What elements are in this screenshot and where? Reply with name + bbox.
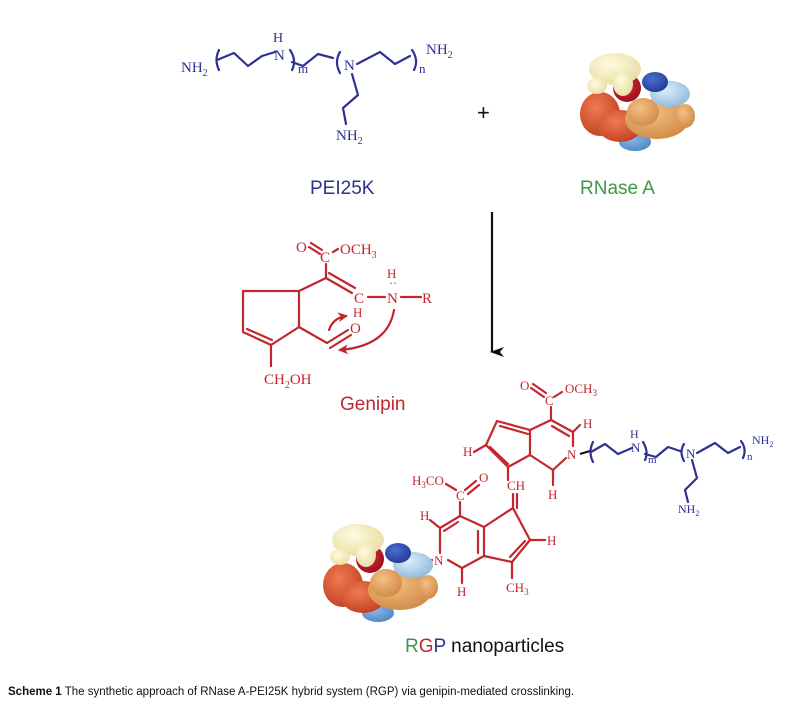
electron-arrow-small [327,312,348,332]
svg-text:H: H [353,305,362,320]
svg-text:N: N [686,446,696,461]
svg-text:C: C [456,488,465,503]
svg-text:H: H [273,31,283,46]
pei25k-label: PEI25K [310,178,375,199]
svg-text:H: H [583,416,592,431]
svg-text:H: H [457,584,466,599]
genipin-label: Genipin [340,394,406,415]
svg-text:H: H [547,533,556,548]
pei-nh2-right: NH2 [426,42,453,61]
svg-text:O: O [520,378,529,393]
svg-text:OCH3: OCH3 [340,242,377,261]
svg-text:H: H [387,266,396,281]
caption-text: The synthetic approach of RNase A-PEI25K… [61,686,575,698]
svg-text:N: N [387,291,398,307]
rgp-product-structure: O C OCH3 H N H H CH H3CO C O H [410,378,773,599]
svg-text:CH: CH [507,478,525,493]
rgp-p: P [434,636,446,657]
svg-text:H: H [463,444,472,459]
pei-nh2-branch: NH2 [336,128,363,147]
svg-text:N: N [631,440,641,455]
svg-text:H: H [420,508,429,523]
electron-arrow-large [338,308,396,355]
svg-text:O: O [296,240,307,256]
svg-text:OCH3: OCH3 [565,381,597,398]
svg-text:N: N [434,553,444,568]
svg-text:n: n [747,451,753,463]
rgp-suffix: nanoparticles [446,636,564,657]
svg-text:R: R [422,291,432,307]
svg-text:CH3: CH3 [506,580,529,597]
genipin-structure: O C OCH3 C H ·· N R H O CH2OH [241,240,432,391]
rgp-protein-image [323,524,438,622]
svg-text:C: C [354,291,364,307]
svg-text:··: ·· [389,276,397,290]
pei25k-structure: NH2 H N m N n NH2 NH2 [181,31,453,147]
svg-text:N: N [567,447,577,462]
rgp-r: R [405,636,419,657]
svg-text:n: n [419,61,426,76]
rnase-a-label: RNase A [580,178,655,199]
svg-text:C: C [320,250,330,266]
rgp-nanoparticles-label: RGP nanoparticles [405,636,564,657]
svg-text:H: H [548,487,557,502]
svg-text:m: m [648,454,657,466]
plus-sign: + [477,100,490,125]
svg-text:H: H [630,427,639,441]
svg-text:O: O [479,470,488,485]
rnase-a-protein-image [580,53,695,151]
pei-nh2-left: NH2 [181,60,208,79]
svg-text:N: N [344,58,355,74]
svg-text:O: O [350,321,361,337]
figure-caption: Scheme 1 The synthetic approach of RNase… [8,686,788,698]
svg-text:N: N [274,48,285,64]
svg-text:NH2: NH2 [752,433,773,449]
svg-text:H3CO: H3CO [412,473,444,490]
rgp-g: G [419,636,434,657]
caption-label: Scheme 1 [8,686,62,698]
svg-text:NH2: NH2 [678,502,699,518]
svg-text:m: m [298,61,308,76]
svg-text:C: C [545,393,554,408]
svg-text:CH2OH: CH2OH [264,372,312,391]
